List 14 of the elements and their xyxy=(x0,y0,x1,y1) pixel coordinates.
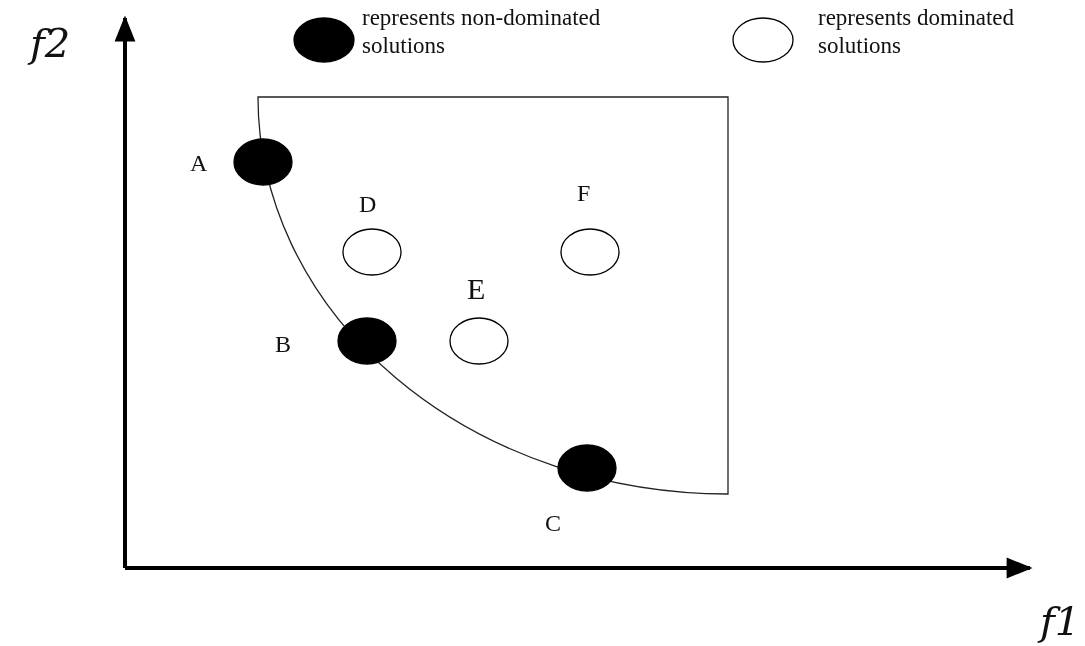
legend-text: represents non-dominated solutions xyxy=(362,4,602,60)
point-label: D xyxy=(359,191,377,217)
legend-text: represents dominated solutions xyxy=(818,4,1016,60)
point-label: F xyxy=(577,180,591,206)
solution-marker xyxy=(233,138,293,186)
solution-marker xyxy=(342,228,402,276)
solution-marker xyxy=(557,444,617,492)
point-label: C xyxy=(545,510,561,536)
point-label: A xyxy=(190,150,208,176)
solution-marker xyxy=(560,228,620,276)
solution-marker xyxy=(449,317,509,365)
point-label: E xyxy=(467,276,486,302)
point-label: B xyxy=(275,331,291,357)
solution-marker xyxy=(337,317,397,365)
